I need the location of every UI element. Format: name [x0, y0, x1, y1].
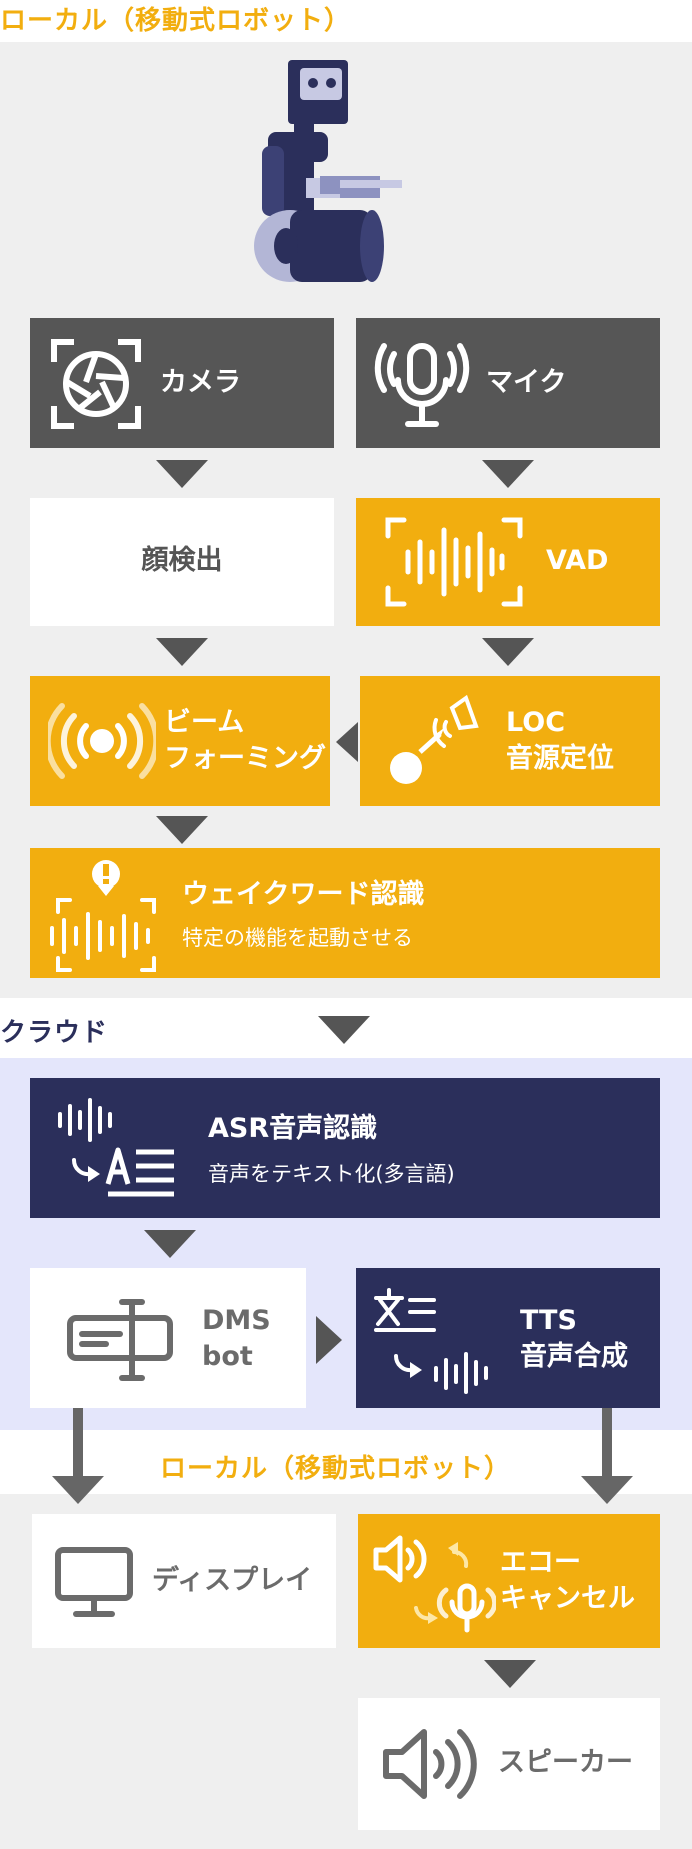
- cloud-section-title: クラウド: [0, 1018, 109, 1048]
- camera-aperture-icon: [51, 339, 141, 429]
- vad-box: VAD: [356, 498, 660, 626]
- vad-label: VAD: [546, 545, 609, 576]
- tts-label-line1: TTS: [520, 1305, 577, 1336]
- beamforming-label-line2: フォーミング: [164, 743, 326, 774]
- wakeword-icon: [50, 860, 156, 972]
- wakeword-subtitle: 特定の機能を起動させる: [182, 926, 413, 950]
- echo-cancel-label-line2: キャンセル: [500, 1583, 635, 1614]
- speaker-icon: [383, 1729, 477, 1799]
- arrow-down: [156, 638, 208, 666]
- loc-label-line1: LOC: [506, 707, 566, 738]
- asr-box: ASR音声認識 音声をテキスト化(多言語): [30, 1078, 660, 1218]
- speech-to-text-icon: [58, 1098, 174, 1197]
- asr-subtitle: 音声をテキスト化(多言語): [208, 1162, 455, 1186]
- voice-activity-icon: [385, 517, 523, 607]
- arrow-left: [336, 722, 358, 762]
- beamforming-icon: [48, 703, 156, 779]
- tts-label-line2: 音声合成: [520, 1341, 628, 1372]
- speaker-box: スピーカー: [358, 1698, 660, 1830]
- display-box: ディスプレイ: [32, 1514, 336, 1648]
- dms-bot-box: DMS bot: [30, 1268, 306, 1408]
- display-label: ディスプレイ: [152, 1565, 313, 1596]
- echo-cancel-box: エコー キャンセル: [358, 1514, 660, 1648]
- arrow-down: [144, 1230, 196, 1258]
- arrow-shaft-left: [73, 1408, 83, 1478]
- loc-label-line2: 音源定位: [506, 743, 614, 774]
- face-detection-box: 顔検出: [30, 498, 334, 626]
- echo-cancel-icon: [373, 1535, 496, 1633]
- microphone-box: マイク: [356, 318, 660, 448]
- tts-box: TTS 音声合成: [356, 1268, 660, 1408]
- microphone-icon: [374, 343, 470, 427]
- camera-box: カメラ: [30, 318, 334, 448]
- beamforming-box: ビーム フォーミング: [30, 676, 330, 806]
- local-section-title-bottom: ローカル（移動式ロボット）: [160, 1454, 512, 1484]
- chatbot-icon: [67, 1299, 173, 1381]
- loc-box: LOC 音源定位: [360, 676, 660, 806]
- arrow-down: [482, 638, 534, 666]
- microphone-label: マイク: [486, 367, 567, 398]
- asr-title: ASR音声認識: [208, 1113, 378, 1144]
- echo-cancel-label-line1: エコー: [500, 1547, 581, 1578]
- arrow-down: [156, 460, 208, 488]
- display-icon: [55, 1547, 133, 1617]
- dms-label-line2: bot: [202, 1341, 253, 1372]
- arrow-down: [156, 816, 208, 844]
- face-detection-label: 顔検出: [141, 545, 223, 576]
- beamforming-label-line1: ビーム: [164, 707, 245, 738]
- wakeword-box: ウェイクワード認識 特定の機能を起動させる: [30, 848, 660, 978]
- text-to-speech-icon: [374, 1288, 488, 1394]
- arrow-down: [581, 1476, 633, 1504]
- dms-label-line1: DMS: [202, 1305, 271, 1336]
- local-section-title-top: ローカル（移動式ロボット）: [0, 6, 352, 36]
- sound-localization-icon: [390, 694, 479, 784]
- camera-label: カメラ: [160, 367, 241, 398]
- robot-icon: [254, 60, 402, 282]
- arrow-shaft-right: [602, 1408, 612, 1478]
- arrow-down: [482, 460, 534, 488]
- speaker-label: スピーカー: [498, 1747, 633, 1778]
- arrow-right: [316, 1316, 342, 1364]
- arrow-down: [484, 1660, 536, 1688]
- arrow-down: [52, 1476, 104, 1504]
- arrow-down: [318, 1016, 370, 1044]
- wakeword-title: ウェイクワード認識: [182, 879, 425, 910]
